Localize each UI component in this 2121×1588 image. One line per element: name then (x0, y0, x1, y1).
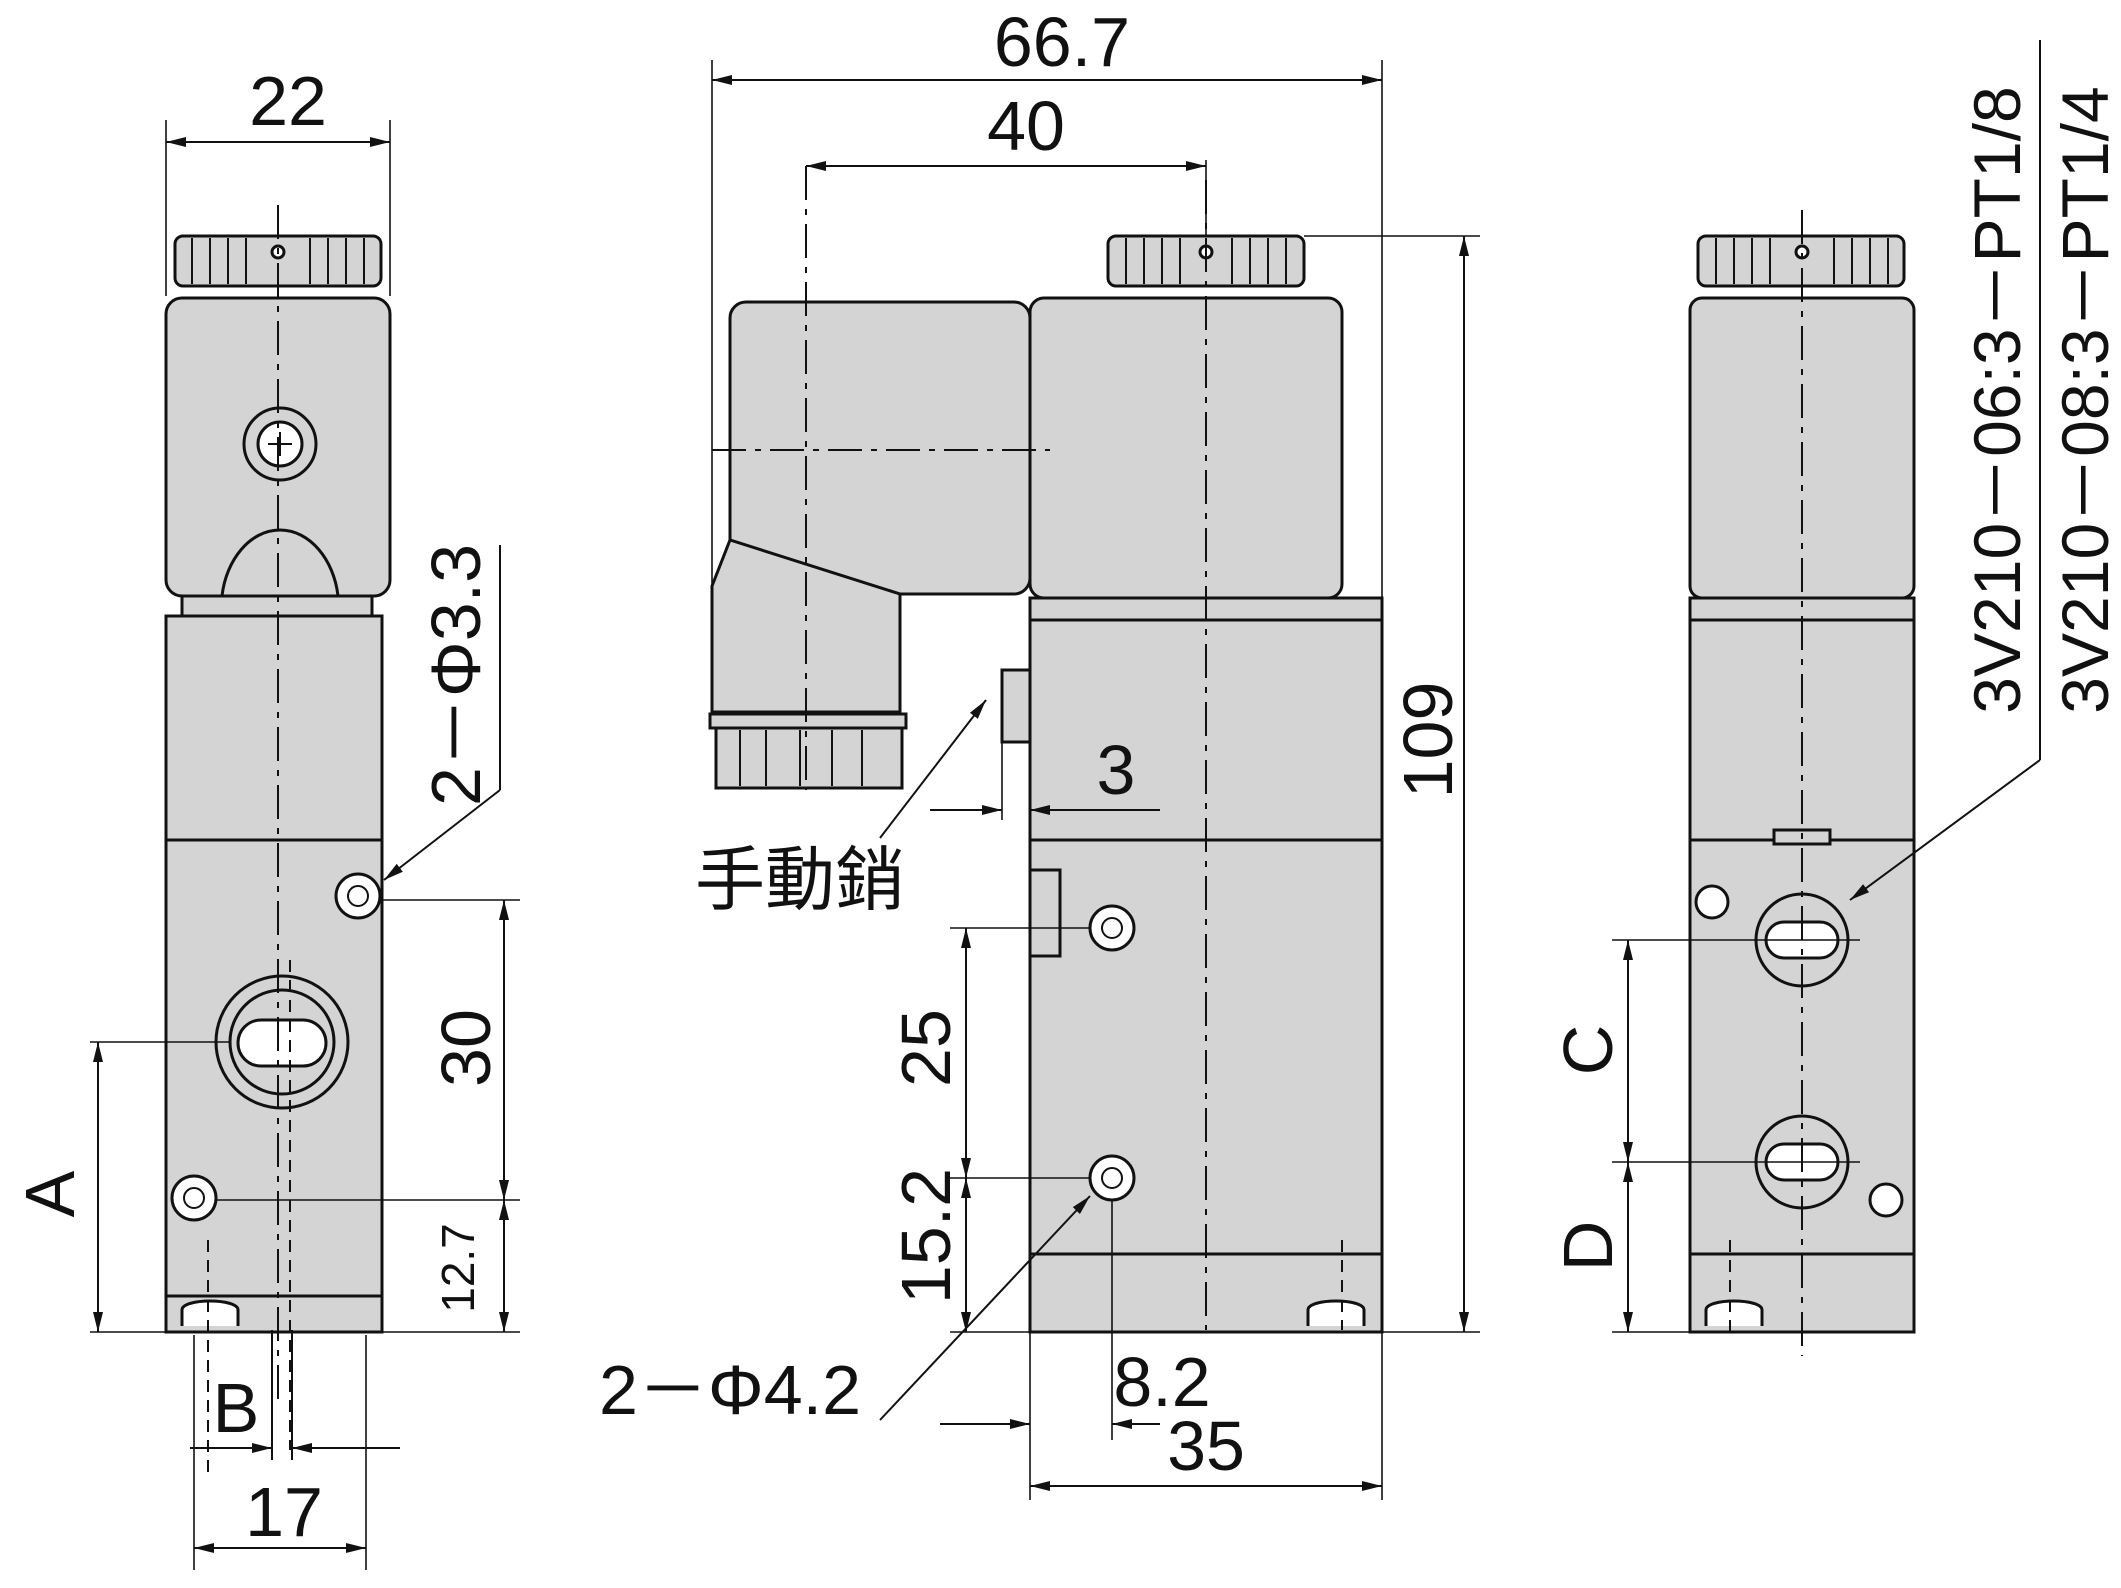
front-cap-knurl (1125, 238, 1287, 284)
side-view (164, 205, 392, 1480)
dim-mount-pitch: 30 (427, 1009, 505, 1087)
manual-override-pin (1000, 668, 1032, 744)
dim-label-c: C (1549, 1025, 1627, 1076)
manual-override-callout: 手動銷 (695, 841, 905, 919)
plug-connector (728, 300, 1032, 596)
side-dimensions: 22 17 B A 30 12.7 2－Φ3.3 (11, 62, 520, 1570)
front-side-tab (1028, 868, 1062, 958)
dim-front-hole-height: 15.2 (887, 1168, 965, 1304)
dim-body-width: 35 (1167, 1407, 1245, 1485)
dim-overall-height: 109 (1389, 682, 1467, 799)
mount-hole-lower (170, 1174, 218, 1222)
dim-label-a: A (11, 1170, 89, 1217)
dim-side-width: 22 (249, 62, 327, 140)
plug-gland-collar (708, 712, 908, 730)
port-mount-hole-upper (1694, 884, 1730, 920)
foot-slot (180, 1299, 240, 1326)
side-port-slot (236, 1018, 328, 1068)
dim-front-hole-offset: 8.2 (1113, 1343, 1210, 1421)
plug-gland (714, 724, 904, 790)
front-hole-upper-inner (1101, 917, 1123, 939)
front-hole-lower-inner (1101, 1167, 1123, 1189)
dim-hole-small: 2－Φ3.3 (417, 544, 495, 806)
connector-screw-icon (242, 406, 318, 482)
dim-coil-offset: 40 (987, 87, 1065, 165)
mount-hole-upper-inner (347, 885, 369, 907)
front-hole-lower (1088, 1154, 1136, 1202)
plug-gland-ribs (739, 730, 863, 786)
port-mount-hole-lower (1868, 1182, 1904, 1218)
valve-body-side (164, 614, 384, 1334)
cable-gland-arc (220, 528, 340, 597)
front-dimensions: 66.7 40 109 3 手動銷 25 15.2 8.2 35 2－Φ4.2 (599, 3, 1480, 1500)
mount-hole-upper (334, 872, 382, 920)
dim-hole-large: 2－Φ4.2 (599, 1351, 861, 1429)
port-spec-2: 3V210－08:3－PT1/4 (2048, 86, 2121, 713)
mount-hole-lower-inner (183, 1187, 205, 1209)
dim-front-pitch: 25 (887, 1009, 965, 1087)
dim-overall-length: 66.7 (994, 3, 1130, 81)
front-coil (1028, 296, 1344, 600)
port-dimensions: C D 3V210－06:3－PT1/8 3V210－08:3－PT1/4 (1549, 40, 2121, 1333)
front-foot-slot (1306, 1299, 1366, 1326)
dim-side-base: 17 (245, 1473, 323, 1551)
port-foot-slot (1704, 1299, 1764, 1326)
port-cap-knurl (1715, 238, 1889, 284)
front-view (708, 166, 1384, 1334)
dim-mount-height: 12.7 (432, 1223, 484, 1313)
front-hole-upper (1088, 904, 1136, 952)
port-view (1688, 210, 1916, 1356)
port-spec-1: 3V210－06:3－PT1/8 (1960, 86, 2034, 713)
cap-knurl (191, 238, 365, 284)
dim-pin-offset: 3 (1097, 731, 1136, 809)
dim-label-d: D (1549, 1221, 1627, 1272)
dim-label-b: B (213, 1369, 260, 1447)
